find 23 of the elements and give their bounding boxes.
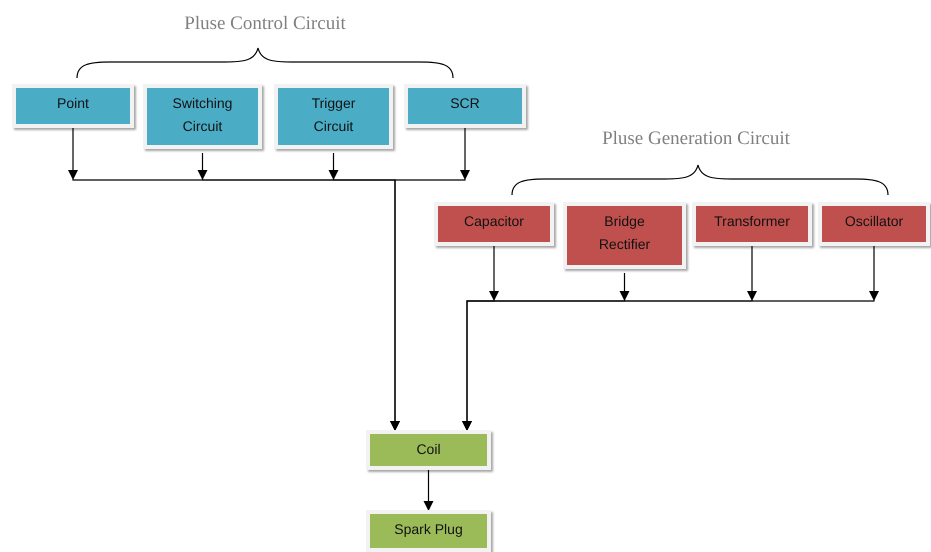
- box-label: Point: [57, 94, 89, 113]
- box-label: Trigger Circuit: [310, 94, 356, 136]
- box-label: Transformer: [714, 212, 790, 231]
- box-label: Capacitor: [464, 212, 524, 231]
- process-box: [692, 202, 812, 246]
- box-label: Switching Circuit: [172, 94, 234, 136]
- group-heading: Pluse Generation Circuit: [602, 128, 790, 149]
- process-box: [366, 430, 491, 470]
- process-box: [143, 84, 262, 149]
- process-box: [274, 84, 393, 149]
- arrow: [424, 470, 434, 511]
- box-label: SCR: [450, 94, 480, 113]
- process-box: [404, 84, 526, 128]
- process-box: [366, 510, 491, 552]
- process-box: [12, 84, 134, 128]
- box-label: Spark Plug: [394, 520, 463, 539]
- box-label: Bridge Rectifier: [598, 212, 652, 254]
- process-box: [563, 202, 686, 269]
- box-label: Oscillator: [844, 212, 904, 231]
- box-label: Coil: [416, 440, 441, 459]
- group-heading: Pluse Control Circuit: [184, 13, 346, 34]
- process-box: [434, 202, 554, 246]
- process-box: [818, 202, 930, 246]
